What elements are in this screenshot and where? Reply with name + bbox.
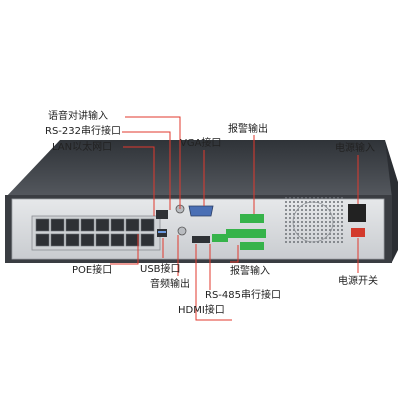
vga-port [188, 205, 214, 217]
alarm-in-callout: 报警输入 [230, 266, 270, 277]
audio-out-jack [177, 226, 187, 236]
hdmi-port [192, 236, 210, 243]
alarm-terminals [226, 214, 266, 250]
audio-in-callout: 语音对讲输入 [48, 111, 108, 122]
lan-callout: LAN以太网口 [52, 142, 113, 153]
poe-ports [35, 218, 155, 247]
fan-grille [283, 195, 343, 245]
power-in-callout: 电源输入 [335, 143, 375, 154]
power-switch [351, 228, 365, 237]
power-inlet [348, 204, 366, 222]
poe-callout: POE接口 [72, 265, 113, 276]
rs485-callout: RS-485串行接口 [205, 290, 281, 301]
chassis-top [5, 140, 393, 198]
usb-callout: USB接口 [140, 264, 181, 275]
audio-out-callout: 音频输出 [150, 279, 190, 290]
alarm-out-callout: 报警输出 [228, 124, 268, 135]
leader-lines [110, 116, 359, 321]
chassis-side [385, 140, 398, 262]
power-switch-callout: 电源开关 [338, 276, 378, 287]
vga-callout: VGA接口 [180, 138, 222, 149]
rs485-terminal [212, 234, 228, 242]
rs232-callout: RS-232串行接口 [45, 126, 121, 137]
lan-port [156, 210, 168, 219]
hdmi-callout: HDMI接口 [178, 305, 225, 316]
